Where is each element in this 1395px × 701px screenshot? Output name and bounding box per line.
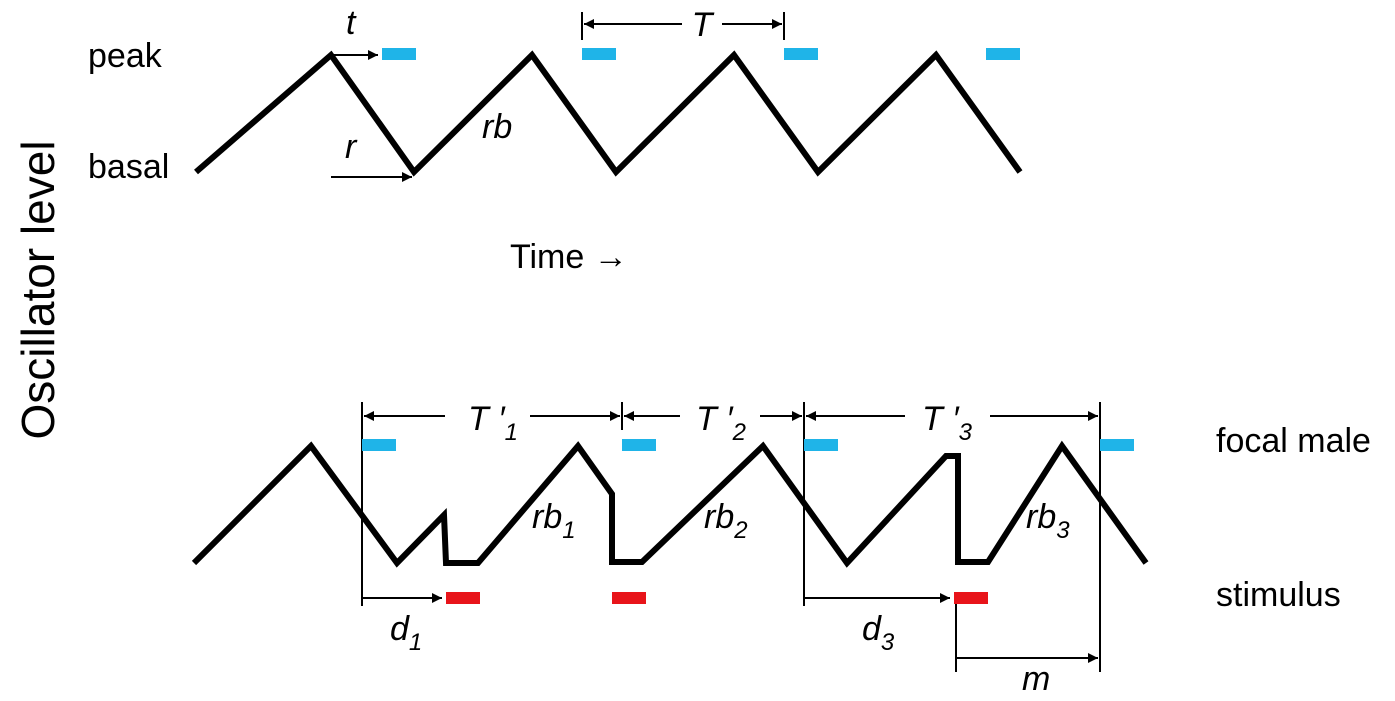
focal-oscillator-waveform	[191, 440, 1149, 568]
signal-bar	[622, 439, 656, 451]
d3-label: d3	[862, 610, 895, 656]
m-label: m	[1022, 660, 1050, 698]
signal-bar	[784, 48, 818, 60]
stimulus-bar	[954, 592, 988, 604]
basal-label: basal	[88, 148, 169, 186]
period-T-label: T	[692, 6, 715, 44]
r-label: r	[345, 128, 358, 166]
rb2-label: rb2	[704, 498, 748, 544]
signal-bar	[382, 48, 416, 60]
d1-label: d1	[390, 610, 422, 656]
signal-bar	[362, 439, 396, 451]
t-label: t	[346, 4, 357, 42]
signal-bar	[582, 48, 616, 60]
stimulus-bar	[612, 592, 646, 604]
period1-label: T ′1	[468, 400, 518, 446]
focal-male-label: focal male	[1216, 422, 1371, 460]
period2-label: T ′2	[696, 400, 746, 446]
peak-label: peak	[88, 37, 163, 75]
rb1-label: rb1	[532, 498, 576, 544]
stimulus-bar	[446, 592, 480, 604]
rb-label: rb	[482, 108, 512, 146]
period3-label: T ′3	[922, 400, 973, 446]
stimulus-label: stimulus	[1216, 576, 1341, 614]
time-axis-label: Time →	[510, 238, 628, 276]
signal-bar	[1100, 439, 1134, 451]
y-axis-label: Oscillator level	[12, 140, 64, 439]
top-oscillator-waveform	[194, 50, 1023, 177]
rb3-label: rb3	[1026, 498, 1070, 544]
signal-bar	[986, 48, 1020, 60]
signal-bar	[804, 439, 838, 451]
